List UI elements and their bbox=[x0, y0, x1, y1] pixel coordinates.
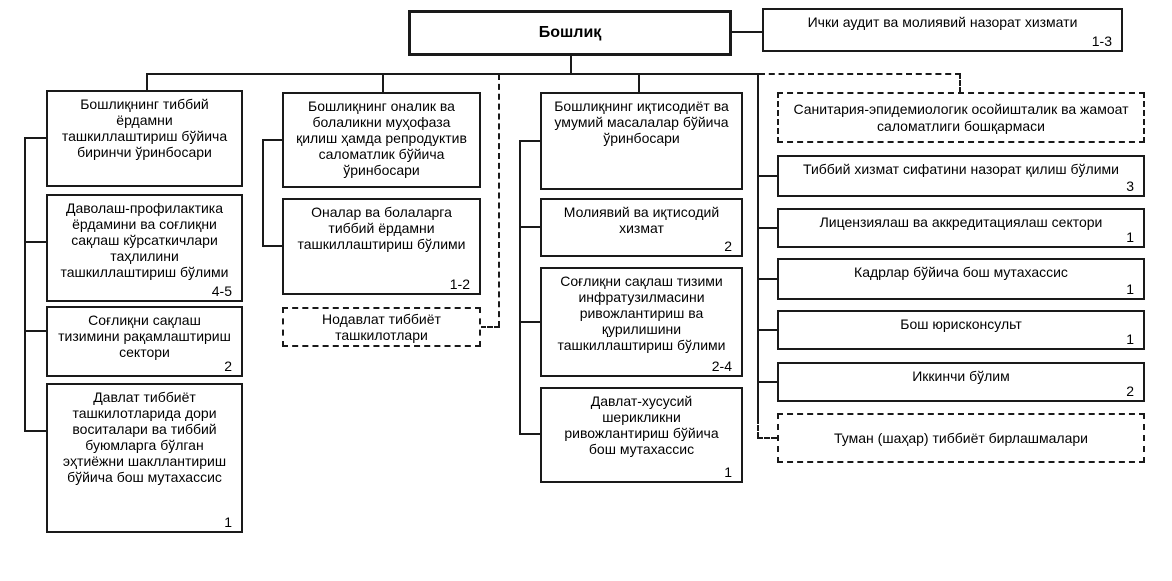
box-col1-unit-1-label: Даволаш-профилактика ёрдамини ва соғлиқн… bbox=[60, 200, 229, 281]
box-col3-deputy: Бошлиқнинг иқтисодиёт ва умумий масалала… bbox=[540, 92, 743, 190]
staff-count: 1-2 bbox=[449, 275, 470, 292]
connector-col4-stub-3 bbox=[757, 278, 777, 280]
box-col4-unit-1-label: Тиббий хизмат сифатини назорат қилиш бўл… bbox=[803, 161, 1119, 177]
box-col4-unit-4: Бош юрисконсульт 1 bbox=[777, 310, 1145, 350]
box-col3-unit-3: Давлат-хусусий шерикликни ривожлантириш … bbox=[540, 387, 743, 483]
staff-count: 2-4 bbox=[711, 357, 732, 374]
connector-sanitary-dashed-drop bbox=[959, 73, 961, 93]
box-col4-unit-3-label: Кадрлар бўйича бош мутахассис bbox=[854, 264, 1068, 280]
box-col1-unit-2: Соғлиқни сақлаш тизимини рақамлаштириш с… bbox=[46, 306, 243, 377]
connector-col2-stub-1 bbox=[262, 139, 282, 141]
staff-count: 2 bbox=[224, 357, 232, 374]
staff-count: 3 bbox=[1126, 177, 1134, 194]
box-col1-unit-1: Даволаш-профилактика ёрдамини ва соғлиқн… bbox=[46, 194, 243, 302]
box-col3-deputy-label: Бошлиқнинг иқтисодиёт ва умумий масалала… bbox=[554, 98, 729, 147]
connector-col3-drop bbox=[638, 73, 640, 93]
connector-sanitary-dashed-horizontal bbox=[759, 73, 961, 75]
box-col1-deputy-label: Бошлиқнинг тиббий ёрдамни ташкиллаштириш… bbox=[61, 96, 228, 161]
box-col2-unit-1: Оналар ва болаларга тиббий ёрдамни ташки… bbox=[282, 198, 481, 295]
connector-col1-stub-2 bbox=[24, 241, 46, 243]
box-col4-unit-4-label: Бош юрисконсульт bbox=[900, 316, 1022, 332]
staff-count: 1 bbox=[224, 513, 232, 530]
staff-count: 4-5 bbox=[211, 282, 232, 299]
box-col4-unit-5: Иккинчи бўлим 2 bbox=[777, 362, 1145, 402]
staff-count: 1 bbox=[1126, 280, 1134, 297]
box-col2-unit-1-label: Оналар ва болаларга тиббий ёрдамни ташки… bbox=[297, 204, 466, 253]
box-sanitary-department: Санитария-эпидемиологик осойишталик ва ж… bbox=[777, 92, 1145, 143]
connector-col1-trunk bbox=[24, 137, 26, 432]
box-col1-unit-3-label: Давлат тиббиёт ташкилотларида дори восит… bbox=[62, 389, 227, 486]
box-col3-unit-1: Молиявий ва иқтисодий хизмат 2 bbox=[540, 198, 743, 257]
connector-col4-stub-4 bbox=[757, 329, 777, 331]
connector-col2-drop bbox=[382, 73, 384, 93]
box-head: Бошлиқ bbox=[408, 10, 732, 56]
box-col1-unit-3: Давлат тиббиёт ташкилотларида дори восит… bbox=[46, 383, 243, 533]
box-col4-unit-5-label: Иккинчи бўлим bbox=[912, 368, 1010, 384]
box-col4-unit-3: Кадрлар бўйича бош мутахассис 1 bbox=[777, 258, 1145, 300]
staff-count: 1 bbox=[1126, 228, 1134, 245]
connector-col1-stub-1 bbox=[24, 137, 46, 139]
connector-col1-stub-3 bbox=[24, 330, 46, 332]
connector-col4-stub-2 bbox=[757, 227, 777, 229]
box-col3-unit-1-label: Молиявий ва иқтисодий хизмат bbox=[563, 204, 720, 237]
connector-col4-stub-5 bbox=[757, 381, 777, 383]
box-nonstate-orgs: Нодавлат тиббиёт ташкилотлари bbox=[282, 307, 481, 347]
connector-col3-stub-2 bbox=[519, 226, 540, 228]
box-nonstate-orgs-label: Нодавлат тиббиёт ташкилотлари bbox=[322, 310, 441, 343]
box-col3-unit-2-label: Соғлиқни сақлаш тизими инфратузилмасини … bbox=[557, 273, 726, 354]
box-col4-unit-1: Тиббий хизмат сифатини назорат қилиш бўл… bbox=[777, 155, 1145, 197]
box-col2-deputy: Бошлиқнинг оналик ва болаликни муҳофаза … bbox=[282, 92, 481, 188]
connector-nonstate-dashed-drop bbox=[498, 74, 500, 327]
connector-col1-stub-4 bbox=[24, 430, 46, 432]
box-col4-unit-2: Лицензиялаш ва аккредитациялаш сектори 1 bbox=[777, 208, 1145, 248]
connector-col4-trunk bbox=[757, 73, 759, 418]
connector-col4-dashed-stub bbox=[757, 437, 777, 439]
connector-head-drop bbox=[570, 55, 572, 75]
connector-col4-stub-1 bbox=[757, 175, 777, 177]
box-district-medical-unions: Туман (шаҳар) тиббиёт бирлашмалари bbox=[777, 413, 1145, 463]
staff-count: 1 bbox=[1126, 330, 1134, 347]
box-internal-audit: Ички аудит ва молиявий назорат хизмати 1… bbox=[762, 8, 1123, 52]
staff-count: 1 bbox=[724, 463, 732, 480]
connector-col3-stub-3 bbox=[519, 321, 540, 323]
connector-col3-stub-4 bbox=[519, 433, 540, 435]
staff-count: 2 bbox=[724, 237, 732, 254]
box-col1-unit-2-label: Соғлиқни сақлаш тизимини рақамлаштириш с… bbox=[58, 312, 231, 361]
connector-nonstate-dashed-stub bbox=[480, 326, 500, 328]
connector-main-trunk bbox=[146, 73, 759, 75]
connector-head-to-audit bbox=[732, 31, 762, 33]
box-col4-unit-2-label: Лицензиялаш ва аккредитациялаш сектори bbox=[819, 214, 1103, 230]
connector-col3-stub-1 bbox=[519, 140, 540, 142]
box-head-label: Бошлиқ bbox=[538, 23, 602, 41]
connector-col2-stub-2 bbox=[262, 245, 282, 247]
box-district-medical-unions-label: Туман (шаҳар) тиббиёт бирлашмалари bbox=[834, 429, 1088, 446]
connector-col3-trunk bbox=[519, 140, 521, 435]
connector-col1-drop bbox=[146, 73, 148, 91]
connector-col4-dashed-tail bbox=[757, 418, 759, 438]
staff-count: 1-3 bbox=[1091, 32, 1112, 49]
box-col3-unit-2: Соғлиқни сақлаш тизими инфратузилмасини … bbox=[540, 267, 743, 377]
box-col2-deputy-label: Бошлиқнинг оналик ва болаликни муҳофаза … bbox=[296, 98, 467, 179]
box-col3-unit-3-label: Давлат-хусусий шерикликни ривожлантириш … bbox=[564, 393, 719, 458]
connector-col2-trunk bbox=[262, 139, 264, 247]
box-sanitary-department-label: Санитария-эпидемиологик осойишталик ва ж… bbox=[793, 101, 1129, 134]
box-internal-audit-label: Ички аудит ва молиявий назорат хизмати bbox=[807, 14, 1078, 30]
staff-count: 2 bbox=[1126, 382, 1134, 399]
box-col1-deputy: Бошлиқнинг тиббий ёрдамни ташкиллаштириш… bbox=[46, 90, 243, 187]
